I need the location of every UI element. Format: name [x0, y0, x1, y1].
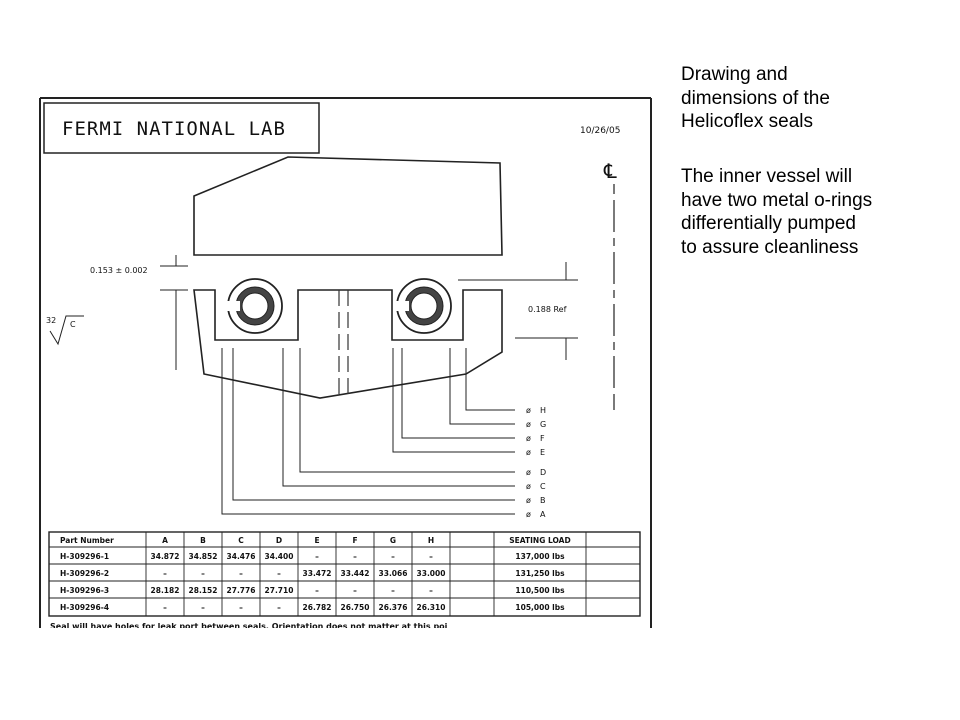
table-cell: 27.776: [227, 586, 256, 595]
table-cell: 33.472: [303, 569, 332, 578]
table-cell: –: [163, 603, 167, 612]
leader-sym-a: ø: [526, 510, 531, 519]
leader-letter-b: B: [540, 496, 546, 505]
table-row: H-309296-2 – – – – 33.472 33.442 33.066 33.000 13…: [60, 569, 565, 578]
part-number-cell: H-309296-1: [60, 552, 109, 561]
table-cell: 34.476: [227, 552, 256, 561]
table-row: H-309296-4 – – – – 26.782 26.750 26.376 26.310 10…: [60, 603, 565, 612]
table-cell: 27.710: [265, 586, 294, 595]
footnote: Seal will have holes for leak port betwe…: [50, 622, 448, 631]
diameter-leaders: [221, 348, 515, 515]
table-cell: –: [429, 586, 433, 595]
center-dashes: [338, 290, 349, 395]
table-cell: 110,500 lbs: [515, 586, 565, 595]
table-header: C: [238, 536, 244, 545]
surface-finish-icon: 32 C: [46, 315, 84, 346]
table-cell: –: [353, 586, 357, 595]
part-number-cell: H-309296-4: [60, 603, 109, 612]
part-number-cell: H-309296-2: [60, 569, 109, 578]
leader-sym-b: ø: [526, 496, 531, 505]
table-cell: –: [201, 569, 205, 578]
ref-dimension-label: 0.188 Ref: [528, 305, 567, 314]
leader-letter-e: E: [540, 448, 545, 457]
leader-letter-a: A: [540, 510, 546, 519]
table-header: E: [314, 536, 319, 545]
caption-body: The inner vessel will have two metal o-r…: [681, 166, 873, 258]
lower-flange: [193, 289, 503, 399]
leader-sym-e: ø: [526, 448, 531, 457]
diameter-labels: ø H ø G ø F ø E ø D ø C ø B ø A: [526, 406, 546, 519]
gap-dimension: [160, 255, 188, 370]
table-cell: 26.750: [341, 603, 370, 612]
svg-text:C: C: [70, 320, 76, 329]
seal-left-icon: [226, 278, 283, 334]
ref-dimension: [458, 262, 578, 360]
leader-letter-c: C: [540, 482, 546, 491]
leader-letter-d: D: [540, 468, 546, 477]
leader-letter-g: G: [540, 420, 546, 429]
table-cell: –: [239, 569, 243, 578]
table-cell: –: [353, 552, 357, 561]
table-row: H-309296-1 34.872 34.852 34.476 34.400 – – – – 13…: [60, 552, 565, 561]
svg-text:32: 32: [46, 316, 56, 325]
seal-right-icon: [395, 278, 452, 334]
title-block: FERMI NATIONAL LAB: [43, 102, 320, 154]
table-header: H: [428, 536, 434, 545]
table-cell: –: [391, 552, 395, 561]
table-cell: 34.852: [189, 552, 218, 561]
table-cell: 137,000 lbs: [515, 552, 565, 561]
table-header: A: [162, 536, 168, 545]
leader-sym-h: ø: [526, 406, 531, 415]
leader-letter-h: H: [540, 406, 546, 415]
table-header: B: [200, 536, 206, 545]
table-cell: –: [315, 586, 319, 595]
upper-flange: [193, 156, 503, 256]
table-cell: 26.376: [379, 603, 408, 612]
centerline-symbol: ℄: [603, 159, 617, 183]
table-header: G: [390, 536, 396, 545]
table-cell: 26.782: [303, 603, 332, 612]
leader-sym-c: ø: [526, 482, 531, 491]
table-cell: –: [429, 552, 433, 561]
table-cell: –: [163, 569, 167, 578]
table-header: SEATING LOAD: [509, 536, 570, 545]
table-cell: 131,250 lbs: [515, 569, 565, 578]
leader-sym-g: ø: [526, 420, 531, 429]
table-cell: 33.066: [379, 569, 408, 578]
table-header: Part Number: [60, 536, 114, 545]
table-cell: –: [201, 603, 205, 612]
table-cell: –: [239, 603, 243, 612]
table-cell: 34.400: [265, 552, 294, 561]
table-cell: 33.000: [417, 569, 446, 578]
table-cell: 34.872: [151, 552, 180, 561]
table-cell: –: [277, 603, 281, 612]
table-cell: –: [277, 569, 281, 578]
leader-letter-f: F: [540, 434, 545, 443]
table-cell: 28.182: [151, 586, 180, 595]
table-header-row: Part Number A B C D E F G H SEATING LOAD: [60, 536, 571, 545]
gap-dimension-label: 0.153 ± 0.002: [90, 266, 148, 275]
table-cell: 26.310: [417, 603, 446, 612]
leader-sym-d: ø: [526, 468, 531, 477]
table-cell: 105,000 lbs: [515, 603, 565, 612]
table-header: D: [276, 536, 282, 545]
dimension-table: Part Number A B C D E F G H SEATING LOAD…: [48, 531, 641, 617]
table-cell: –: [315, 552, 319, 561]
table-cell: –: [391, 586, 395, 595]
leader-sym-f: ø: [526, 434, 531, 443]
drawing-date: 10/26/05: [580, 126, 620, 136]
caption-heading: Drawing and dimensions of the Helicoflex…: [681, 64, 830, 132]
sheet-border: [39, 97, 652, 628]
table-header: F: [352, 536, 357, 545]
lab-title: FERMI NATIONAL LAB: [62, 118, 286, 140]
part-number-cell: H-309296-3: [60, 586, 109, 595]
table-row: H-309296-3 28.182 28.152 27.776 27.710 – – – – 11…: [60, 586, 565, 595]
table-cell: 28.152: [189, 586, 218, 595]
table-cell: 33.442: [341, 569, 370, 578]
